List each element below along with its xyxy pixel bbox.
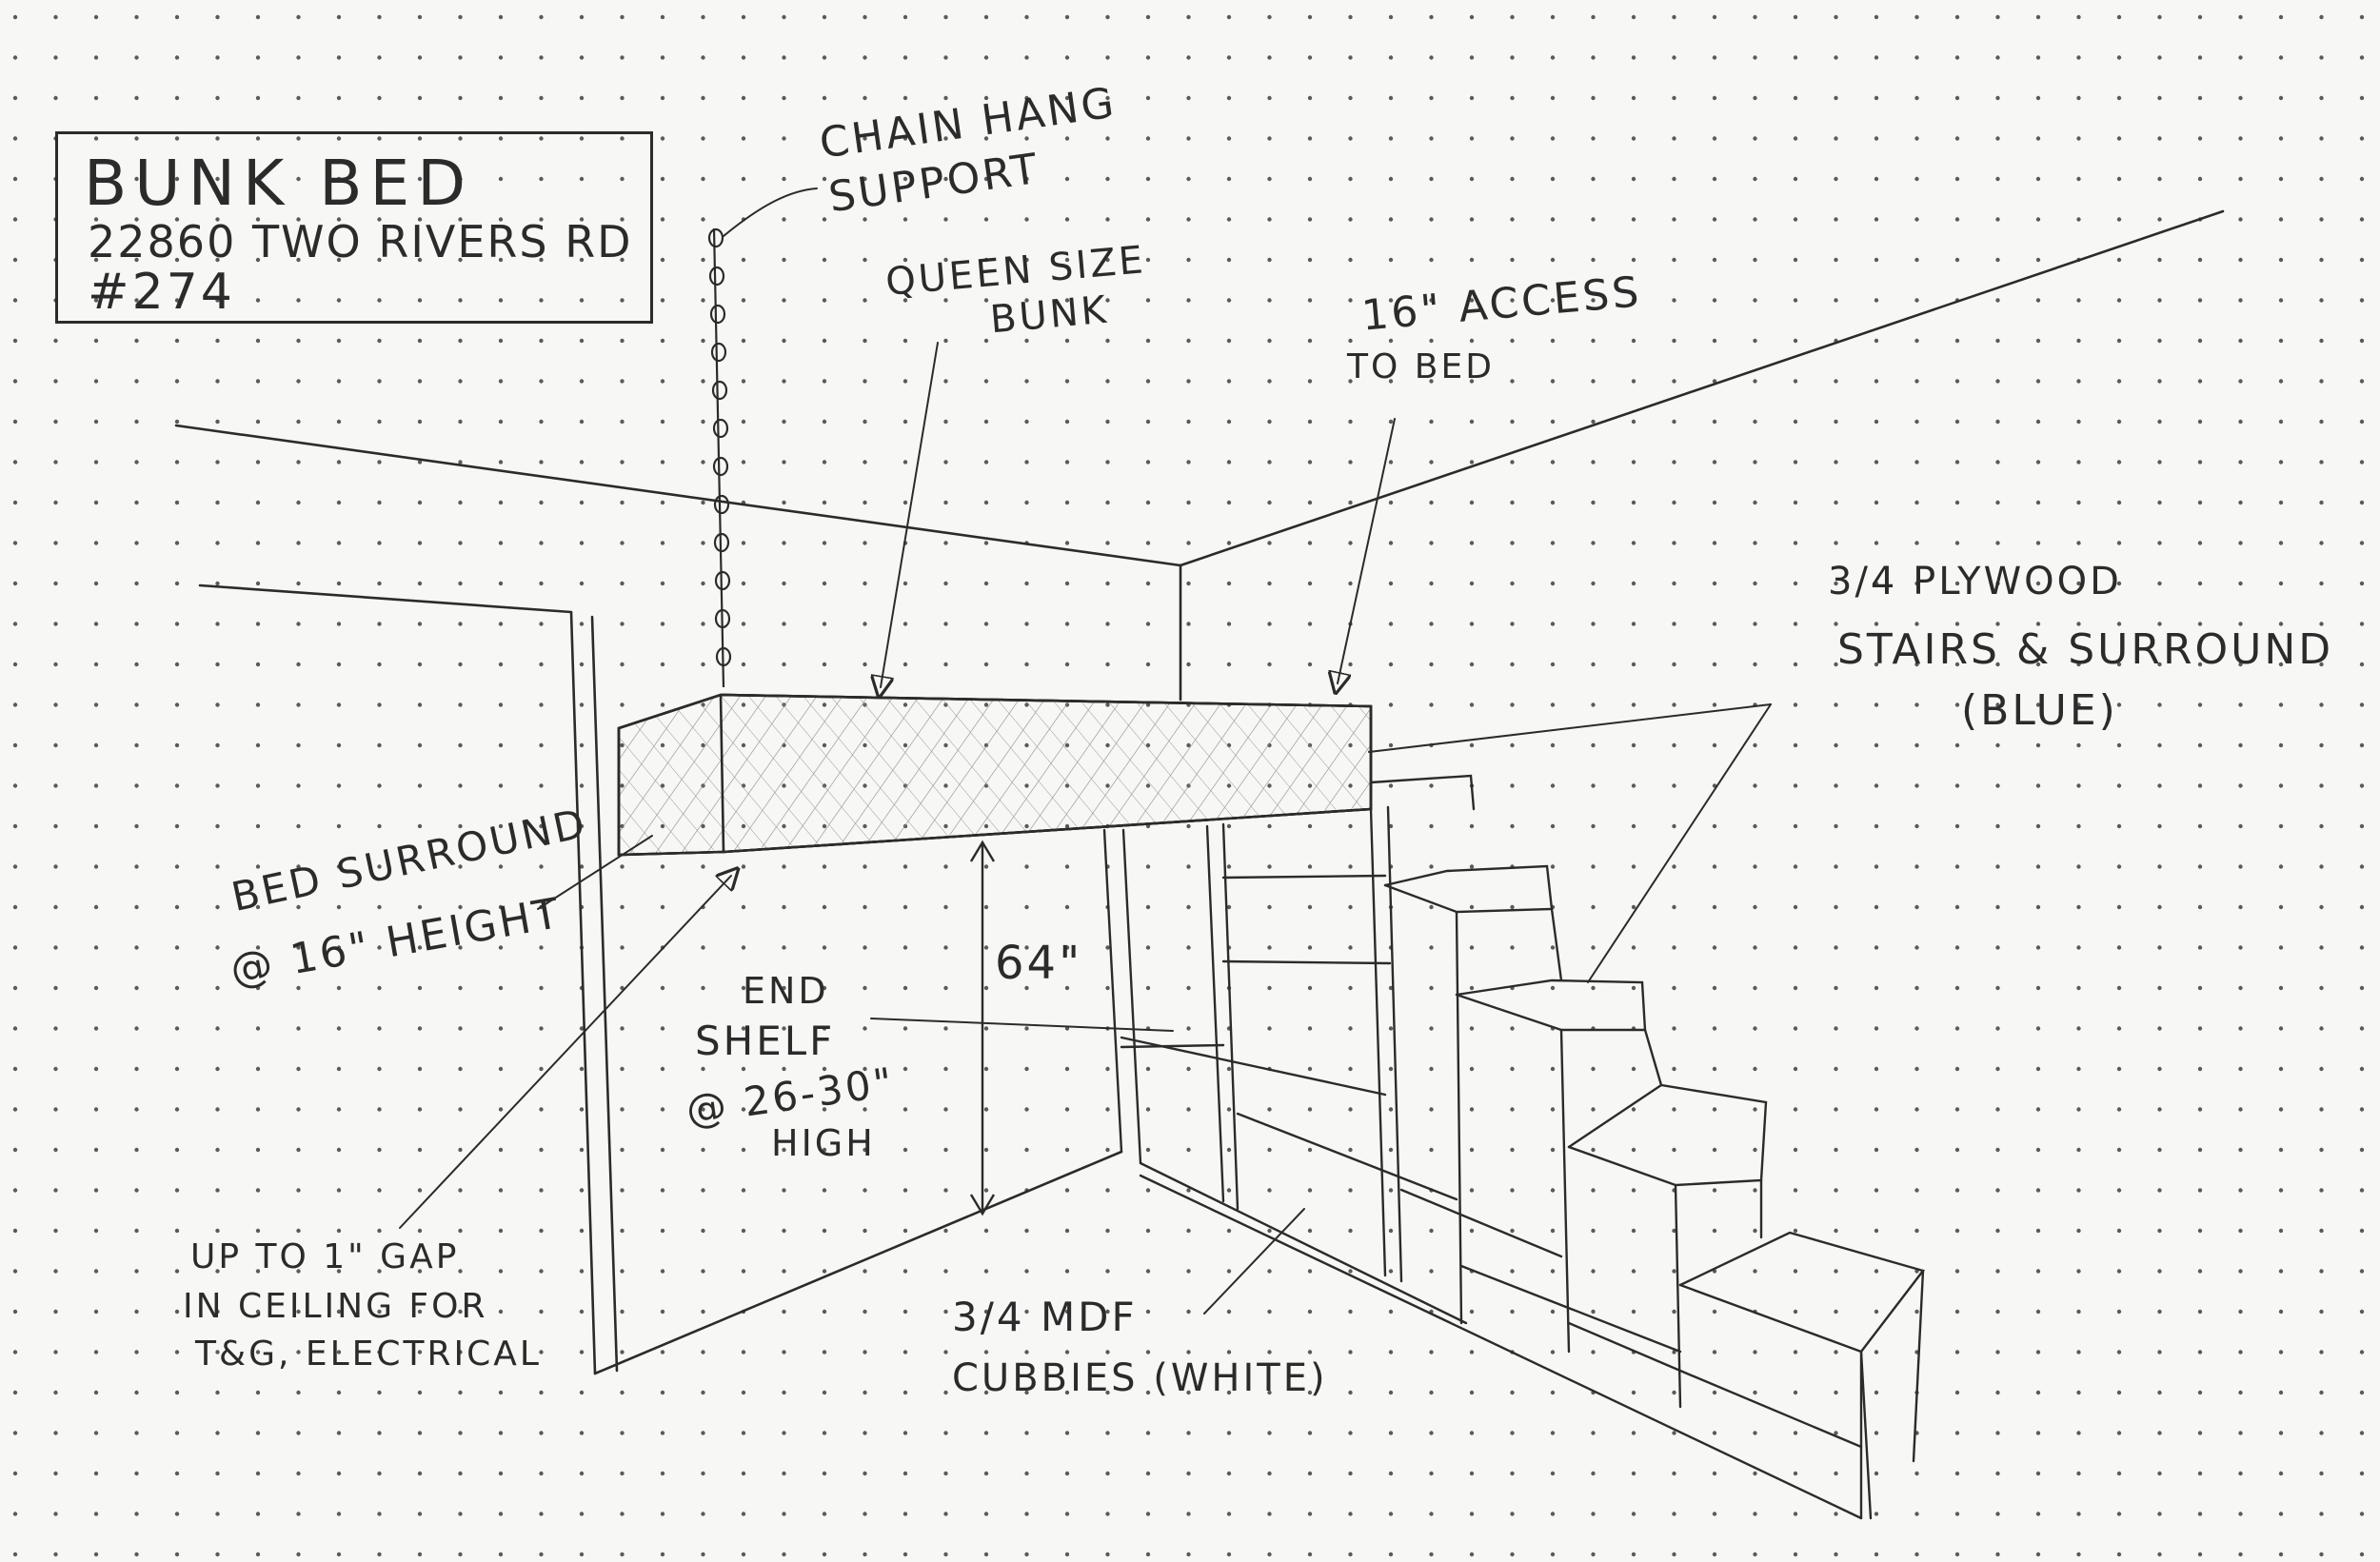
end-shelf-label-line-4: HIGH <box>771 1122 876 1164</box>
title-line-2: 22860 TWO RIVERS RD <box>88 216 633 267</box>
gap-label-line-3: T&G, ELECTRICAL <box>195 1335 542 1374</box>
leader-lines <box>399 188 1772 1315</box>
height-dimension <box>969 840 996 1216</box>
title-block <box>55 131 653 324</box>
title-line-1: BUNK BED <box>84 147 474 220</box>
gap-label-line-1: UP TO 1" GAP <box>190 1237 460 1276</box>
plywood-label-line-3: (BLUE) <box>1961 686 2118 735</box>
access-label-line-2: TO BED <box>1347 347 1495 386</box>
end-shelf-label-line-2: SHELF <box>695 1018 836 1064</box>
title-line-3: #274 <box>88 264 235 321</box>
bed-platform <box>617 693 1373 857</box>
height-dimension-label: 64" <box>995 937 1083 990</box>
mdf-label-line-1: 3/4 MDF <box>952 1294 1138 1340</box>
gap-label-line-2: IN CEILING FOR <box>183 1287 488 1326</box>
room-lines <box>174 209 2225 1375</box>
plywood-label-line-2: STAIRS & SURROUND <box>1837 625 2334 674</box>
end-shelf-label-line-1: END <box>743 970 829 1012</box>
plywood-label-line-1: 3/4 PLYWOOD <box>1828 560 2122 603</box>
chain-hang-support <box>707 227 732 688</box>
mdf-label-line-2: CUBBIES (WHITE) <box>952 1356 1328 1400</box>
cubbies-and-stairs <box>1102 774 1926 1520</box>
